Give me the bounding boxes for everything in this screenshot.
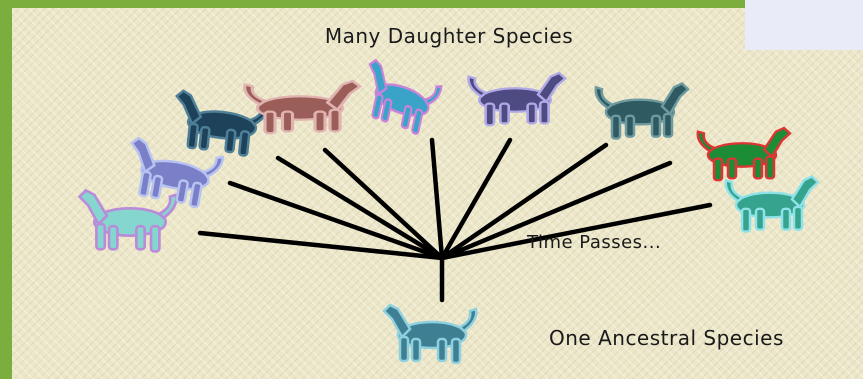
- ancestral-species-label: One Ancestral Species: [549, 326, 784, 350]
- mauve-long-dog-icon: [245, 81, 360, 133]
- daughter-species-label: Many Daughter Species: [325, 24, 573, 48]
- teal-bear-icon: [596, 84, 688, 139]
- lavender-dog-icon: [469, 73, 566, 125]
- branch-left-high: [325, 150, 442, 258]
- green-dinosaur-icon: [698, 128, 790, 180]
- cyan-horse-icon: [80, 191, 177, 252]
- branch-center-left: [432, 140, 442, 258]
- tree-branches: [200, 140, 710, 300]
- blue-horse-icon: [384, 305, 476, 363]
- time-passes-label: Time Passes...: [526, 232, 661, 253]
- blue-deer-icon: [359, 59, 442, 139]
- branch-center-right: [442, 140, 510, 258]
- green-cyan-dog-icon: [726, 177, 818, 232]
